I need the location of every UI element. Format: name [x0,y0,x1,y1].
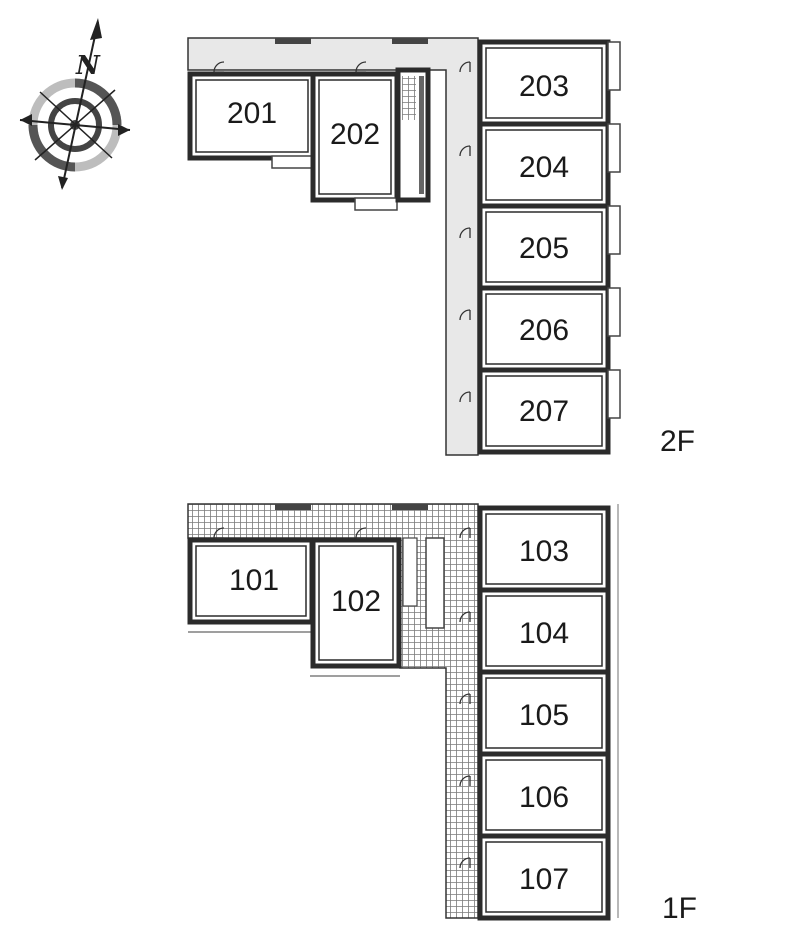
unit-number-203: 203 [519,70,569,103]
unit-203[interactable]: 203 [477,39,621,127]
floor-label-2f: 2F [660,425,695,458]
unit-number-202: 202 [330,118,380,151]
unit-number-204: 204 [519,151,569,184]
unit-105[interactable]: 105 [477,669,611,757]
unit-number-102: 102 [331,585,381,618]
stairwell-1f [402,537,445,629]
unit-104[interactable]: 104 [477,587,611,675]
compass-rose-icon: N [19,18,131,190]
unit-106[interactable]: 106 [477,751,611,839]
unit-number-106: 106 [519,781,569,814]
unit-205[interactable]: 205 [477,203,621,291]
unit-number-105: 105 [519,699,569,732]
unit-101[interactable]: 101 [187,537,315,633]
unit-number-101: 101 [229,564,279,597]
door-swings-1f [213,527,471,869]
unit-206[interactable]: 206 [477,285,621,373]
unit-number-207: 207 [519,395,569,428]
unit-number-201: 201 [227,97,277,130]
floor-label-1f: 1F [662,892,697,925]
unit-number-205: 205 [519,232,569,265]
corridor-2f [187,37,479,456]
unit-number-206: 206 [519,314,569,347]
unit-204[interactable]: 204 [477,121,621,209]
unit-202[interactable]: 202 [310,71,400,211]
unit-207[interactable]: 207 [477,367,621,455]
unit-number-104: 104 [519,617,569,650]
unit-107[interactable]: 107 [477,833,611,921]
unit-number-107: 107 [519,863,569,896]
floor-1f-plan: 101 102 103 104 105 [187,503,697,925]
stairwell-2f [395,67,431,203]
floor-2f-plan: 201 202 203 204 [187,37,695,458]
compass-north-label: N [75,51,101,81]
unit-102[interactable]: 102 [310,537,402,677]
unit-103[interactable]: 103 [477,505,611,593]
unit-number-103: 103 [519,535,569,568]
unit-201[interactable]: 201 [187,71,317,169]
door-swings-2f [213,61,471,403]
